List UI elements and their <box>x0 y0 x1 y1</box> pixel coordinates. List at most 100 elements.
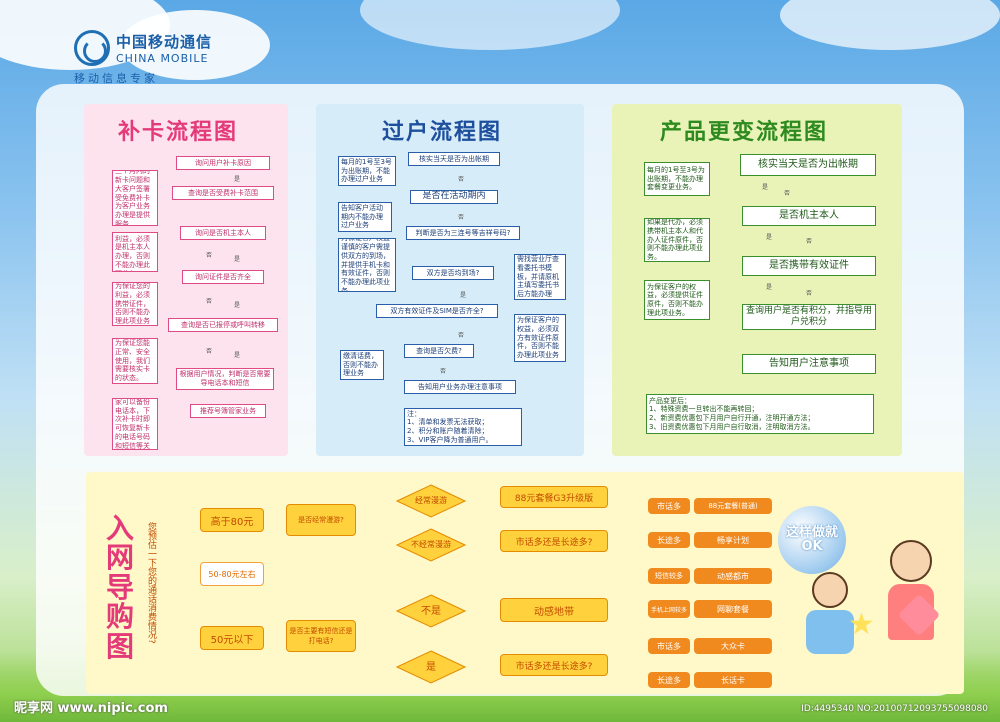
product-step: 核实当天是否为出帐期 <box>740 154 876 176</box>
transfer-step: 核实当天是否为出帐期 <box>408 152 500 166</box>
yes-label: 是 <box>762 184 769 191</box>
brand-slogan: 移动信息专家 <box>74 72 158 85</box>
no-label: 否 <box>206 348 213 355</box>
no-label: 否 <box>458 332 465 339</box>
decision-label: 是 <box>426 661 436 673</box>
result-local-or-long-2: 市话多还是长途多? <box>500 654 608 676</box>
transfer-note: 需找营业厅查看委托书模板，并请原机主填写委托书后方能办理 <box>514 254 566 300</box>
product-step: 查询用户是否有积分，并指导用户兑积分 <box>742 304 876 330</box>
image-id: ID:4495340 NO:20100712093755098080 <box>801 704 988 714</box>
transfer-step: 是否在活动期内 <box>410 190 498 204</box>
consumption-question: 您预估一下您的通话消费情况? <box>146 522 156 644</box>
transfer-step: 双方是否均到场? <box>412 266 494 280</box>
product-change-title: 产品更变流程图 <box>660 120 829 145</box>
leaf-plan: 网聊套餐 <box>694 600 772 618</box>
leaf-tag: 市话多 <box>648 638 690 654</box>
card-step: 查询是否受费补卡范围 <box>172 186 274 200</box>
no-label: 否 <box>458 176 465 183</box>
no-label: 否 <box>784 190 791 197</box>
card-note: 为保证您能正常、安全使用，我们需要核实卡的状态。 <box>112 338 158 384</box>
product-step: 是否机主本人 <box>742 206 876 226</box>
leaf-tag: 短信较多 <box>648 568 690 584</box>
cloud <box>120 10 270 80</box>
product-step: 告知用户注意事项 <box>742 354 876 374</box>
product-note: 每月的1号至3号为出账期，不能办理套餐变更业务。 <box>644 162 710 196</box>
china-mobile-logo-icon <box>74 30 110 66</box>
product-step: 是否携带有效证件 <box>742 256 876 276</box>
brand-cn: 中国移动通信 <box>116 33 213 51</box>
tier-mid: 50-80元左右 <box>200 562 264 586</box>
no-label: 否 <box>806 290 813 297</box>
leaf-plan: 大众卡 <box>694 638 772 654</box>
child-illustration <box>812 572 848 608</box>
leaf-tag: 市话多 <box>648 498 690 514</box>
card-step: 询问是否机主本人 <box>180 226 266 240</box>
site-watermark: 昵享网 www.nipic.com <box>14 701 168 716</box>
card-note: 开通号簿管家可以备份电话本，下次补卡时即可恢复新卡的电话号码和短信等关联 <box>112 398 158 450</box>
decision-label: 经常漫游 <box>415 495 447 505</box>
yes-label: 是 <box>234 352 241 359</box>
result-local-or-long: 市话多还是长途多? <box>500 530 608 552</box>
card-replacement-title: 补卡流程图 <box>118 120 239 145</box>
leaf-tag: 长途多 <box>648 672 690 688</box>
leaf-plan: 长话卡 <box>694 672 772 688</box>
yes-label: 是 <box>234 302 241 309</box>
leaf-plan: 88元套餐(普通) <box>694 498 772 514</box>
transfer-step: 判断是否为三连号等吉祥号码? <box>406 226 520 240</box>
transfer-step: 告知用户业务办理注意事项 <box>404 380 516 394</box>
product-note: 如果是代办，必须携带机主本人和代办人证件原件，否则不能办理此项业务。 <box>644 218 710 262</box>
card-step: 查询是否已报停或呼叫转移 <box>168 318 278 332</box>
result-m-zone: 动感地带 <box>500 598 608 622</box>
transfer-step: 双方有效证件及SIM是否齐全? <box>376 304 498 318</box>
no-label: 否 <box>440 368 447 375</box>
transfer-note: 为保证客户的权益，必须双方有效证件原件，否则不能办理此项业务 <box>514 314 566 362</box>
no-label: 否 <box>206 252 213 259</box>
card-note: 为保证您的利益，必须携带证件，否则不能办理此项业务 <box>112 282 158 326</box>
transfer-note: 缴清话费，否则不能办理业务 <box>340 350 384 380</box>
no-label: 否 <box>458 214 465 221</box>
card-step: 根据用户情况，判断是否需要导电话本和短信 <box>176 368 274 390</box>
no-label: 否 <box>806 238 813 245</box>
question-sms-or-call: 是否主要有短信还是打电话? <box>286 620 356 652</box>
decision-rarely-roam: 不经常漫游 <box>396 528 466 562</box>
card-step: 询问证件是否齐全 <box>182 270 264 284</box>
brand-en: CHINA MOBILE <box>116 52 209 65</box>
decision-label: 不经常漫游 <box>411 539 451 549</box>
card-note: 为保证您的利益，必须是机主本人办理，否则不能办理此项业务 <box>112 232 158 272</box>
star-icon: ★ <box>848 607 875 642</box>
card-step: 推荐号簿管家业务 <box>190 404 266 418</box>
brand-logo: 中国移动通信 CHINA MOBILE 移动信息专家 <box>74 30 213 85</box>
decision-yes: 是 <box>396 650 466 684</box>
tier-high: 高于80元 <box>200 508 264 532</box>
leaf-tag: 手机上网较多 <box>648 600 690 618</box>
decision-often-roam: 经常漫游 <box>396 484 466 518</box>
transfer-note: 为保证客户权益谨慎的客户需提供双方的到场，并提供手机卡和有效证件，否则不能办理此… <box>338 238 396 292</box>
yes-label: 是 <box>766 234 773 241</box>
yes-label: 是 <box>234 256 241 263</box>
product-final-note: 产品变更后： 1、特殊资费一旦转出不能再转回； 2、新资费优惠包下月用户自行开通… <box>646 394 874 434</box>
transfer-note: 告知客户活动期内不能办理过户业务 <box>338 202 392 232</box>
tier-low: 50元以下 <box>200 626 264 650</box>
no-label: 否 <box>206 298 213 305</box>
yes-label: 是 <box>234 176 241 183</box>
transfer-title: 过户流程图 <box>382 120 503 145</box>
balloon-icon: 这样做就OK <box>778 506 846 574</box>
purchase-guide-title: 入网导购图 <box>105 512 134 663</box>
card-note: 三个月内的新卡问题和大客户签署受免费补卡为客户业务办理是提供服务 <box>112 170 158 226</box>
leaf-tag: 长途多 <box>648 532 690 548</box>
leaf-plan: 动感都市 <box>694 568 772 584</box>
result-88-g3: 88元套餐G3升级版 <box>500 486 608 508</box>
child-body-illustration <box>806 610 854 654</box>
decision-label: 不是 <box>421 605 441 617</box>
product-note: 为保证客户的权益，必须提供证件原件，否则不能办理此项业务。 <box>644 280 710 320</box>
yes-label: 是 <box>766 284 773 291</box>
decision-not: 不是 <box>396 594 466 628</box>
transfer-final-note: 注： 1、清单和发票无法获取； 2、积分和账户随着清除； 3、VIP客户降为普通… <box>404 408 522 446</box>
yes-label: 是 <box>460 292 467 299</box>
transfer-note: 每月的1号至3号为出账期，不能办理过户业务 <box>338 156 396 186</box>
boy-illustration <box>890 540 932 582</box>
leaf-plan: 畅享计划 <box>694 532 772 548</box>
card-step: 询问用户补卡原因 <box>176 156 270 170</box>
question-roaming: 是否经常漫游? <box>286 504 356 536</box>
transfer-step: 查询是否欠费? <box>404 344 474 358</box>
